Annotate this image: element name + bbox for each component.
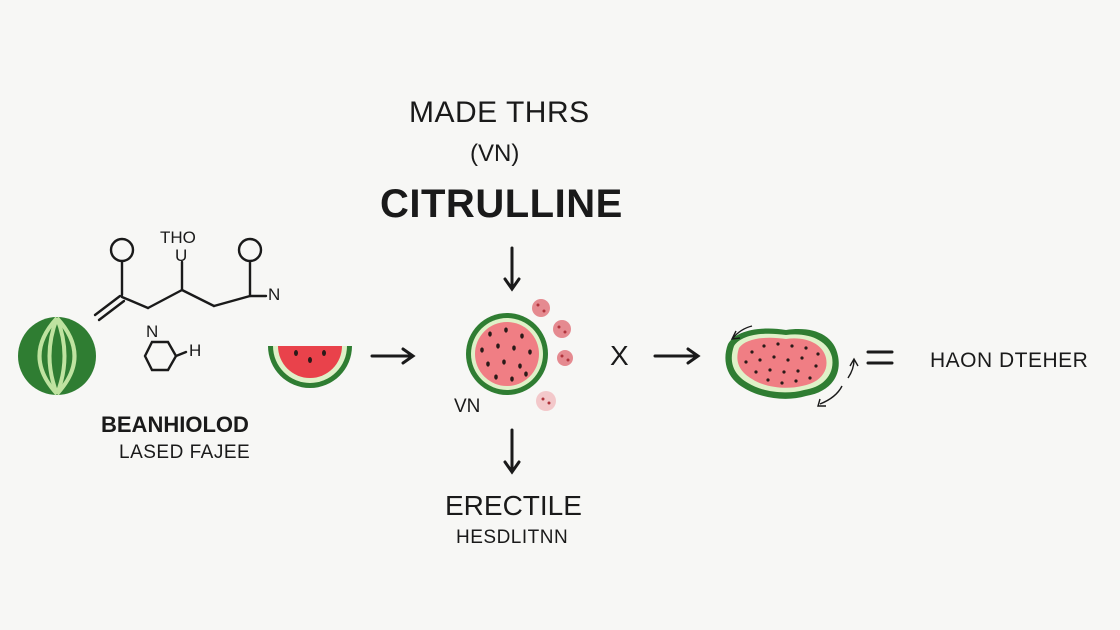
equals-icon: [866, 350, 894, 365]
vn-label: VN: [454, 396, 481, 417]
left-caption-thin: LASED FAJEE: [119, 442, 251, 463]
bottom-caption-title: ERECTILE: [445, 490, 582, 521]
atom-label-top: THO: [160, 228, 196, 247]
atom-label-top-sub: U: [175, 246, 188, 265]
header-line1: MADE THRS: [409, 96, 590, 129]
atom-label-right: N: [268, 285, 281, 304]
atom-label-ring-n: N: [146, 322, 159, 341]
arrow-right-1: [370, 347, 416, 365]
atom-label-ring-h: H: [189, 341, 202, 360]
x-symbol: X: [610, 340, 629, 371]
watermelon-slice-icon: [268, 346, 352, 388]
header-line2: (VN): [470, 140, 520, 167]
whole-watermelon-icon: [18, 316, 96, 396]
pink-particles: [532, 299, 573, 411]
left-caption-bold: BEANHIOLOD: [101, 412, 249, 437]
arrow-right-2: [653, 347, 701, 365]
bottom-caption-sub: HESDLITNN: [456, 527, 569, 548]
watermelon-cross-section-icon: [466, 313, 548, 395]
page-title: CITRULLINE: [380, 182, 623, 226]
rotation-arrows: [730, 325, 859, 407]
arrow-down-1: [503, 246, 521, 292]
molecule-structure: [93, 237, 268, 372]
watermelon-chunk-icon: [725, 328, 839, 399]
result-label: HAON DTEHER: [930, 349, 1089, 372]
arrow-down-2: [503, 428, 521, 475]
